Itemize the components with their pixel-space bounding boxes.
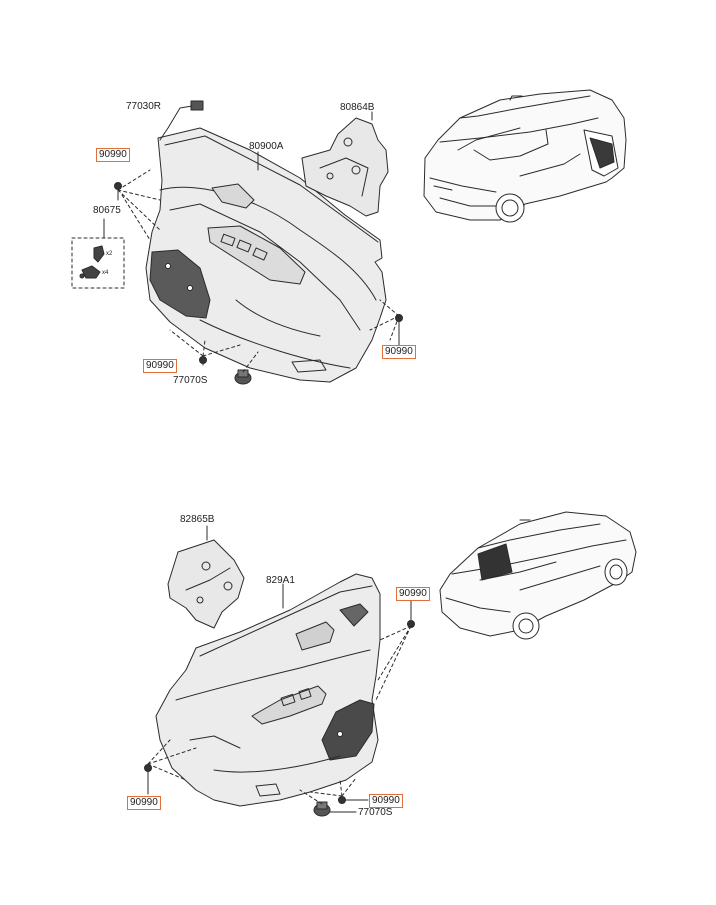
label-90990-lower-right: 90990 xyxy=(396,587,430,601)
label-77030R: 77030R xyxy=(126,101,162,112)
sedan-silhouette-upper xyxy=(423,89,627,223)
label-90990-upper-bottom: 90990 xyxy=(143,359,177,373)
rear-door-trim-panel xyxy=(155,573,381,807)
kit-box-80675 xyxy=(71,237,125,289)
label-82865B: 82865B xyxy=(180,514,215,525)
kit-qty-x2: x2 xyxy=(106,251,113,257)
kit-qty-x4: x4 xyxy=(102,270,109,276)
front-door-bracket-80864B xyxy=(301,117,389,217)
label-90990-upper-left: 90990 xyxy=(96,148,130,162)
label-80864B: 80864B xyxy=(340,102,375,113)
label-77070S-lower: 77070S xyxy=(358,807,393,818)
label-829A1: 829A1 xyxy=(266,575,295,586)
sedan-silhouette-lower xyxy=(439,511,637,640)
clip-77030R xyxy=(190,100,204,111)
label-90990-lower-left: 90990 xyxy=(127,796,161,810)
screw-77070S-upper xyxy=(234,369,252,385)
label-77070S-upper: 77070S xyxy=(173,375,208,386)
label-80675: 80675 xyxy=(93,205,121,216)
rear-door-bracket-82865B xyxy=(167,539,245,629)
label-90990-lower-bottom: 90990 xyxy=(369,794,403,808)
front-door-trim-panel xyxy=(145,127,387,383)
label-80900A: 80900A xyxy=(249,141,284,152)
label-90990-upper-right: 90990 xyxy=(382,345,416,359)
screw-77070S-lower xyxy=(313,801,331,817)
